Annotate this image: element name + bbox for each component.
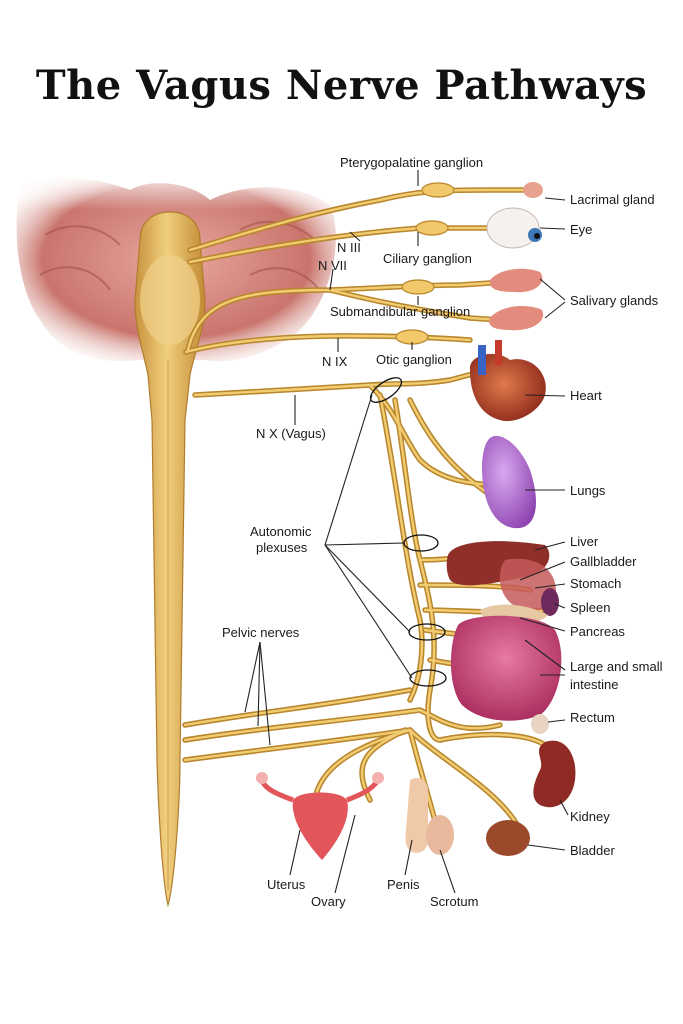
- label-liver: Liver: [570, 534, 599, 549]
- label-intestine-1: Large and small: [570, 659, 663, 674]
- label-lacrimal-gland: Lacrimal gland: [570, 192, 655, 207]
- ciliary-ganglion: [415, 220, 449, 236]
- label-autonomic-plexuses-1: Autonomic: [250, 524, 312, 539]
- label-submandibular-ganglion: Submandibular ganglion: [330, 304, 470, 319]
- otic-ganglion: [395, 329, 429, 345]
- label-rectum: Rectum: [570, 710, 615, 725]
- intestine: [450, 615, 562, 721]
- label-intestine-2: intestine: [570, 677, 618, 692]
- lungs: [482, 435, 536, 529]
- label-autonomic-plexuses-2: plexuses: [256, 540, 308, 555]
- organs: [256, 182, 576, 860]
- kidney: [533, 740, 576, 808]
- submandibular-ganglion: [401, 279, 435, 295]
- pterygopalatine-ganglion: [421, 182, 455, 198]
- label-pancreas: Pancreas: [570, 624, 625, 639]
- plexus-markers: [369, 377, 447, 687]
- heart: [469, 340, 546, 422]
- salivary-gland-upper: [489, 268, 543, 293]
- label-ovary: Ovary: [311, 894, 346, 909]
- label-pterygopalatine-ganglion: Pterygopalatine ganglion: [340, 155, 483, 170]
- label-kidney: Kidney: [570, 809, 610, 824]
- label-eye: Eye: [570, 222, 592, 237]
- label-stomach: Stomach: [570, 576, 621, 591]
- label-vagus: N X (Vagus): [256, 426, 326, 441]
- label-ciliary-ganglion: Ciliary ganglion: [383, 251, 472, 266]
- labels: Pterygopalatine ganglion Lacrimal gland …: [222, 155, 663, 909]
- leader-lines: [244, 170, 569, 894]
- eye: [486, 207, 542, 249]
- label-scrotum: Scrotum: [430, 894, 478, 909]
- lacrimal-gland: [523, 182, 543, 198]
- spinal-cord: [134, 211, 206, 908]
- spleen: [541, 588, 559, 616]
- label-n9: N IX: [322, 354, 348, 369]
- label-otic-ganglion: Otic ganglion: [376, 352, 452, 367]
- salivary-gland-lower: [489, 306, 544, 331]
- penis: [405, 778, 428, 853]
- label-bladder: Bladder: [570, 843, 615, 858]
- label-n3: N III: [337, 240, 361, 255]
- label-spleen: Spleen: [570, 600, 610, 615]
- scrotum: [426, 815, 454, 855]
- label-gallbladder: Gallbladder: [570, 554, 637, 569]
- label-uterus: Uterus: [267, 877, 306, 892]
- rectum: [531, 714, 549, 734]
- label-heart: Heart: [570, 388, 602, 403]
- label-n7: N VII: [318, 258, 347, 273]
- label-pelvic-nerves: Pelvic nerves: [222, 625, 300, 640]
- uterus: [256, 772, 384, 860]
- label-penis: Penis: [387, 877, 420, 892]
- bladder: [486, 820, 530, 856]
- label-lungs: Lungs: [570, 483, 606, 498]
- label-salivary-glands: Salivary glands: [570, 293, 659, 308]
- ganglia: [395, 182, 455, 345]
- page-title: The Vagus Nerve Pathways: [35, 62, 648, 109]
